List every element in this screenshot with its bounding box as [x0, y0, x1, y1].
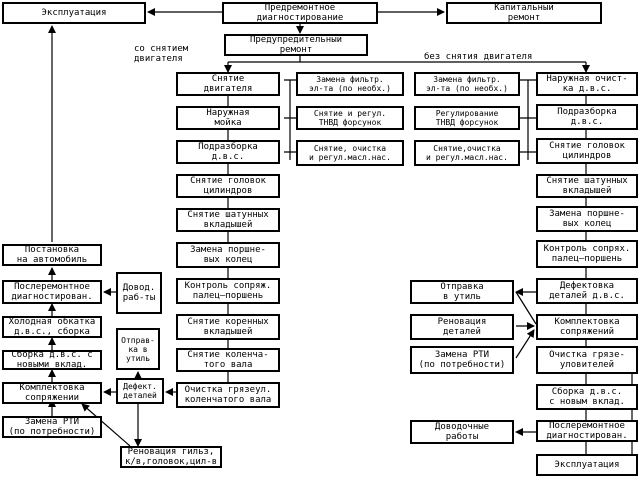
with-step-7: Контроль сопряж. палец–поршень: [176, 278, 280, 304]
aux-without-filter: Замена фильтр. эл-та (по необх.): [414, 72, 520, 96]
capital-repair-box: Капитальный ремонт: [446, 2, 602, 24]
finishing-works-box: Довод. раб-ты: [116, 272, 162, 314]
without-step-11: Послеремонтное диагностирован.: [536, 420, 638, 442]
with-step-5: Снятие шатунных вкладышей: [176, 208, 280, 232]
exploitation-box: Эксплуатация: [2, 2, 146, 24]
without-step-1: Наружная очист- ка д.в.с.: [536, 72, 638, 96]
post-repair-diagnostics-box: Послеремонтное диагностирован.: [2, 280, 102, 304]
without-step-6: Контроль сопрях. палец–поршень: [536, 240, 638, 268]
without-step-3: Снятие головок цилиндров: [536, 138, 638, 164]
with-removal-label: со снятием двигателя: [134, 44, 189, 64]
aux-with-oil-pump: Снятие, очистка и регул.масл.нас.: [296, 140, 404, 166]
aux-with-filter: Замена фильтр. эл-та (по необх.): [296, 72, 404, 96]
aux-without-oil-pump: Снятие,очистка и регул.масл.нас.: [414, 140, 520, 166]
renovation-parts-box: Реновация гильз, к/в,головок,цил-в: [120, 446, 222, 468]
with-step-10: Очистка грязеул. коленчатого вала: [176, 382, 280, 408]
scrap-box: Отправ- ка в утиль: [116, 328, 160, 370]
preventive-repair-box: Предупредительный ремонт: [224, 34, 368, 56]
with-step-1: Снятие двигателя: [176, 72, 280, 96]
aux-with-tnvd: Снятие и регул. ТНВД форсунок: [296, 106, 404, 130]
defect-parts-box: Дефект. деталей: [116, 378, 164, 404]
send-to-scrap-box: Отправка в утиль: [410, 280, 514, 304]
with-step-8: Снятие коренных вкладышей: [176, 314, 280, 340]
with-step-6: Замена поршне- вых колец: [176, 242, 280, 268]
with-step-4: Снятие головок цилиндров: [176, 174, 280, 198]
installation-box: Постановка на автомобиль: [2, 244, 102, 266]
parts-renovation-box: Реновация деталей: [410, 314, 514, 340]
without-step-9: Очистка грязе- уловителей: [536, 346, 638, 374]
with-step-3: Подразборка д.в.с.: [176, 140, 280, 164]
without-step-2: Подразборка д.в.с.: [536, 104, 638, 130]
with-step-9: Снятие коленча- того вала: [176, 348, 280, 372]
assembly-new-liners-box: Сборка д.в.с. с новыми вклад.: [2, 350, 102, 370]
without-step-4: Снятие шатунных вкладышей: [536, 174, 638, 198]
without-step-12: Эксплуатация: [536, 454, 638, 476]
without-step-5: Замена поршне- вых колец: [536, 206, 638, 232]
rti-replacement-box: Замена РТИ (по потребности): [2, 416, 102, 438]
without-removal-label: без снятия двигателя: [424, 52, 533, 62]
cold-runin-box: Холодная обкатка д.в.с., сборка: [2, 316, 102, 338]
aux-without-tnvd: Регулирование ТНВД форсунок: [414, 106, 520, 130]
without-step-10: Сборка д.в.с. с новым вклад.: [536, 384, 638, 410]
finishing-works-right-box: Доводочные работы: [410, 420, 514, 444]
with-step-2: Наружная мойка: [176, 106, 280, 130]
without-step-8: Комплектовка сопряжений: [536, 314, 638, 340]
pre-repair-diagnostics-box: Предремонтное диагностирование: [222, 2, 378, 24]
without-step-7: Дефектовка деталей д.в.с.: [536, 278, 638, 304]
kit-conjugations-box: Комплектовка сопряжении: [2, 382, 102, 404]
rti-replace-right-box: Замена РТИ (по потребности): [410, 346, 514, 374]
